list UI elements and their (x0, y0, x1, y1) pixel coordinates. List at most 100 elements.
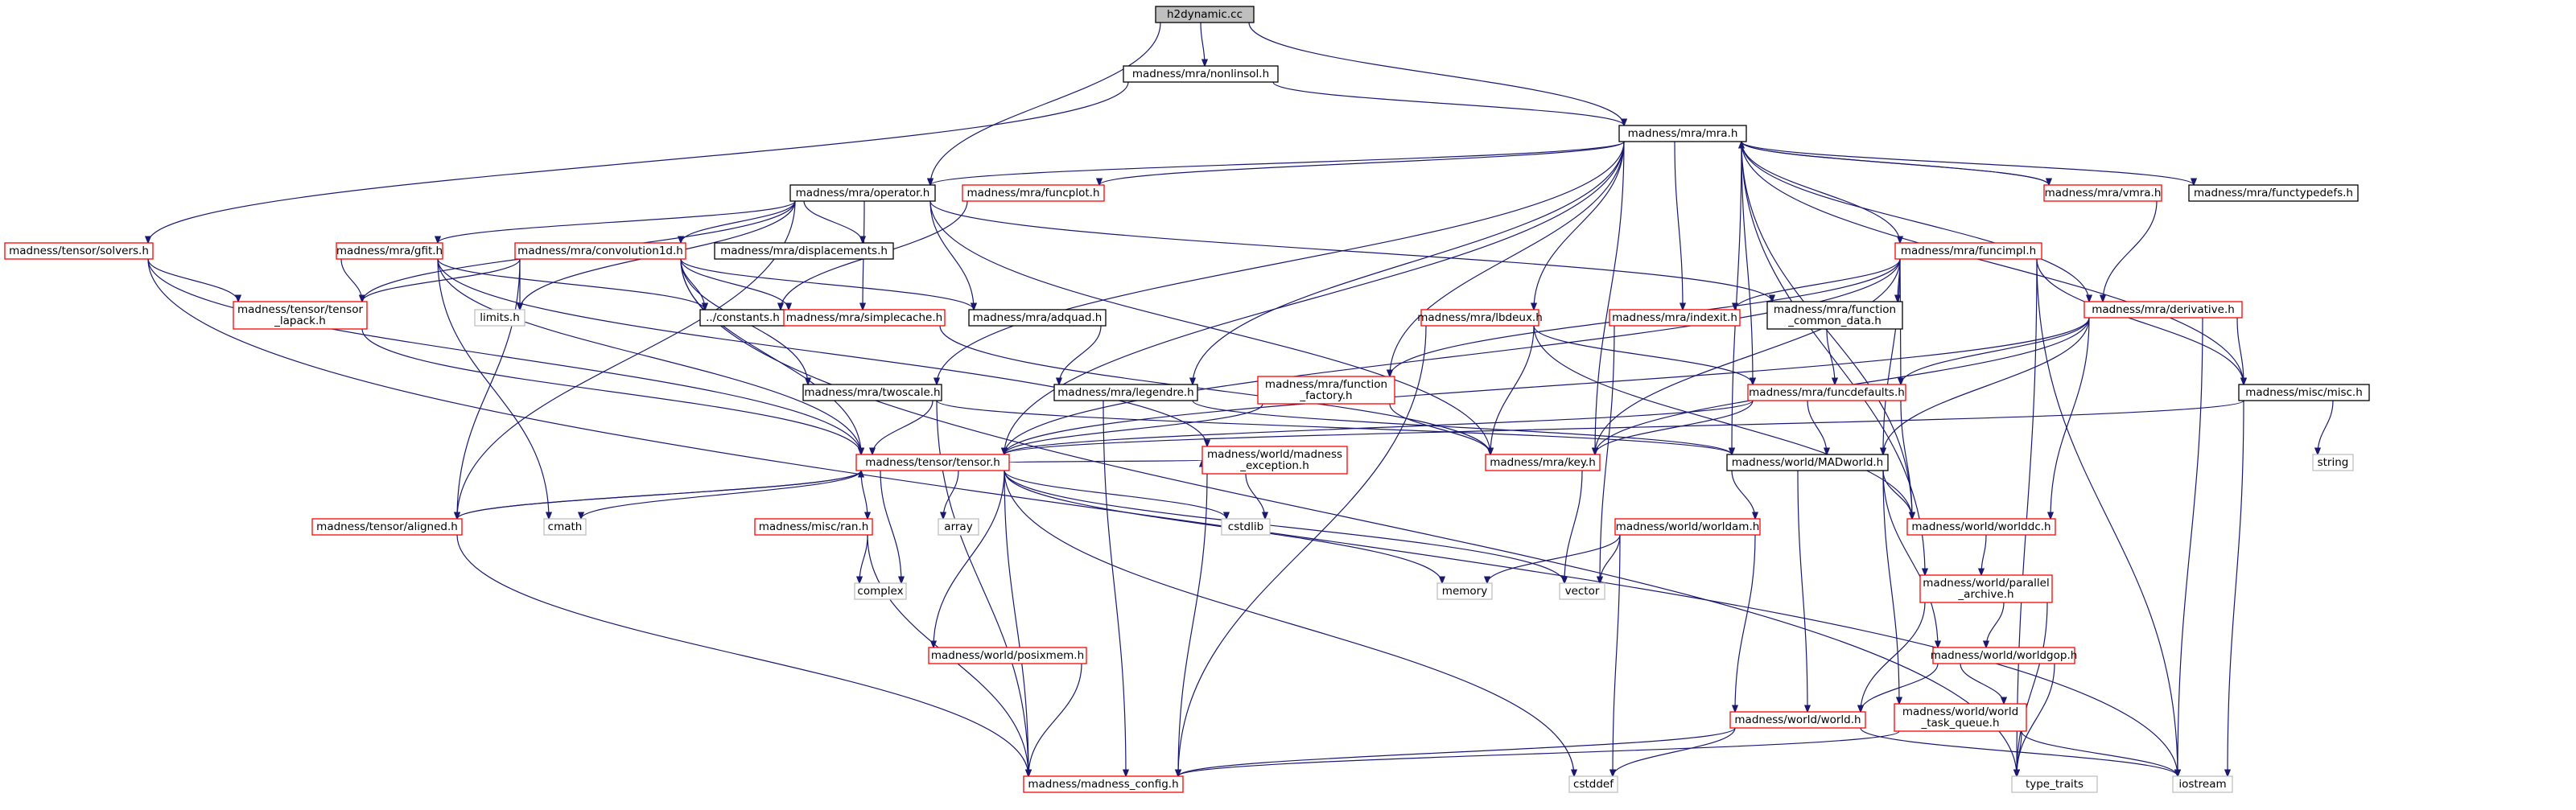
node-worldgop[interactable]: madness/world/worldgop.h (1931, 647, 2078, 664)
edge-tensor-to-cstdlib (1004, 470, 1226, 519)
node-posixmem-box (928, 647, 1087, 664)
edge-convolution1d-to-adquad (680, 258, 974, 310)
node-vmra-box (2043, 184, 2162, 202)
edge-funcimpl-to-miscmisc (2036, 258, 2244, 384)
node-posixmem[interactable]: madness/world/posixmem.h (928, 647, 1087, 664)
node-cstddef-label-0: cstddef (1573, 778, 1614, 791)
edge-mra-to-functypedefs (1741, 141, 2194, 185)
node-vmra[interactable]: madness/mra/vmra.h (2043, 184, 2162, 202)
node-key[interactable]: madness/mra/key.h (1485, 454, 1601, 471)
node-madexc-label-1: _exception.h (1239, 459, 1309, 472)
edge-worldam-to-world (1735, 534, 1756, 712)
edge-worldam-to-cstddef (1613, 534, 1621, 776)
node-tensorlapack-box (233, 301, 368, 330)
edge-nonlinsol-to-mra (1272, 81, 1624, 125)
node-functypedefs-label-0: madness/mra/functypedefs.h (2194, 187, 2353, 199)
node-simplecache[interactable]: madness/mra/simplecache.h (783, 309, 946, 327)
node-worlddc[interactable]: madness/world/worlddc.h (1906, 518, 2056, 536)
node-task_queue-label-1: _task_queue.h (1920, 717, 1999, 730)
edge-madworld-to-worldam (1731, 470, 1755, 519)
node-cstdlib: cstdlib (1221, 518, 1271, 536)
node-legendre[interactable]: madness/mra/legendre.h (1053, 384, 1198, 401)
node-type_traits-box (2011, 775, 2098, 793)
edge-legendre-to-madness_config (1103, 400, 1126, 776)
node-ran[interactable]: madness/misc/ran.h (754, 518, 873, 536)
node-mra-label-0: madness/mra/mra.h (1628, 127, 1738, 140)
node-nonlinsol-box (1123, 65, 1279, 83)
edge-mraimpl_fbdeux-to-worlddc (1533, 325, 1912, 519)
node-twoscale-box (802, 384, 942, 401)
node-gfit-label-0: madness/mra/gfit.h (336, 245, 443, 257)
node-worlddc-box (1906, 518, 2056, 536)
edge-layer (148, 22, 2334, 776)
node-twoscale[interactable]: madness/mra/twoscale.h (802, 384, 942, 401)
node-memory-label-0: memory (1442, 585, 1487, 598)
node-madness_config[interactable]: madness/madness_config.h (1023, 775, 1184, 793)
edge-madworld-to-worlddc (1882, 470, 1912, 519)
node-funcdefaults[interactable]: madness/mra/funcdefaults.h (1747, 384, 1906, 401)
node-funcimpl[interactable]: madness/mra/funcimpl.h (1894, 242, 2042, 260)
node-madworld[interactable]: madness/world/MADworld.h (1726, 454, 1889, 471)
node-vmra-label-0: madness/mra/vmra.h (2045, 187, 2162, 199)
node-tensorlapack[interactable]: madness/tensor/tensor_lapack.h (233, 301, 368, 330)
node-funcplot[interactable]: madness/mra/funcplot.h (962, 184, 1105, 202)
node-aligned[interactable]: madness/tensor/aligned.h (311, 518, 463, 536)
node-root[interactable]: h2dynamic.cc (1155, 6, 1255, 23)
edge-gfit-to-tensorlapack (340, 258, 362, 302)
node-nonlinsol[interactable]: madness/mra/nonlinsol.h (1123, 65, 1279, 83)
node-legendre-label-0: madness/mra/legendre.h (1057, 386, 1193, 399)
node-functypedefs[interactable]: madness/mra/functypedefs.h (2188, 184, 2359, 202)
node-nonlinsol-label-0: madness/mra/nonlinsol.h (1132, 68, 1269, 80)
edge-mra-to-funcplot (1099, 141, 1625, 185)
node-function_factory[interactable]: madness/mra/function_factory.h (1257, 376, 1395, 405)
node-task_queue[interactable]: madness/world/world_task_queue.h (1894, 703, 2027, 732)
edge-task_queue-to-iostream (2021, 730, 2178, 776)
node-solvers-box (4, 242, 154, 260)
node-indexit[interactable]: madness/mra/indexit.h (1609, 309, 1741, 327)
edge-tensor-to-cstddef (1004, 470, 1574, 776)
node-legendre-box (1053, 384, 1198, 401)
edge-world-to-cstddef (1613, 727, 1736, 776)
edge-mra-to-funcdefaults (1741, 141, 1753, 384)
node-derivative-box (2083, 301, 2243, 319)
node-solvers[interactable]: madness/tensor/solvers.h (4, 242, 154, 260)
node-adquad-label-0: madness/mra/adquad.h (973, 311, 1103, 324)
node-convolution1d[interactable]: madness/mra/convolution1d.h (514, 242, 686, 260)
node-cstddef: cstddef (1568, 775, 1618, 793)
node-cmath-box (543, 518, 587, 536)
node-vector-box (1559, 582, 1605, 600)
node-mra[interactable]: madness/mra/mra.h (1618, 125, 1747, 142)
node-convolution1d-label-0: madness/mra/convolution1d.h (517, 245, 683, 257)
node-functypedefs-box (2188, 184, 2359, 202)
node-operator[interactable]: madness/mra/operator.h (789, 184, 936, 202)
node-indexit-box (1609, 309, 1741, 327)
node-madworld-label-0: madness/world/MADworld.h (1732, 456, 1884, 469)
node-derivative[interactable]: madness/mra/derivative.h (2083, 301, 2243, 319)
edge-mra-to-madworld (1732, 141, 1742, 454)
edge-mra-to-parallel_archive (1741, 141, 1925, 575)
edge-operator-to-key (929, 200, 1490, 454)
node-posixmem-label-0: madness/world/posixmem.h (931, 649, 1084, 662)
node-miscmisc[interactable]: madness/misc/misc.h (2238, 384, 2370, 401)
node-madexc[interactable]: madness/world/madness_exception.h (1201, 446, 1348, 475)
node-iostream: iostream (2172, 775, 2233, 793)
node-operator-label-0: madness/mra/operator.h (796, 187, 930, 199)
edge-gfit-to-tensor (437, 258, 861, 454)
node-tensor[interactable]: madness/tensor/tensor.h (855, 454, 1010, 471)
node-gfit[interactable]: madness/mra/gfit.h (336, 242, 443, 260)
node-mraimpl_fbdeux[interactable]: madness/mra/lbdeux.h (1417, 309, 1543, 327)
node-worldam-box (1614, 518, 1761, 536)
node-funcimpl-label-0: madness/mra/funcimpl.h (1901, 245, 2036, 257)
node-parallel_archive[interactable]: madness/world/parallel_archive.h (1919, 574, 2053, 603)
node-adquad[interactable]: madness/mra/adquad.h (968, 309, 1107, 327)
node-world[interactable]: madness/world/world.h (1729, 711, 1866, 729)
edge-miscmisc-to-string (2318, 400, 2334, 454)
node-worldam[interactable]: madness/world/worldam.h (1614, 518, 1761, 536)
node-displacements[interactable]: madness/mra/displacements.h (714, 242, 894, 260)
edge-derivative-to-tensor (1004, 317, 2090, 454)
node-constants[interactable]: ../constants.h (699, 309, 786, 327)
edge-task_queue-to-madness_config (1178, 730, 1900, 776)
edge-mraimpl_fbdeux-to-madness_config (1178, 325, 1427, 776)
edge-worldam-to-memory (1487, 534, 1621, 583)
node-function_common[interactable]: madness/mra/function_common_data.h (1766, 301, 1903, 330)
